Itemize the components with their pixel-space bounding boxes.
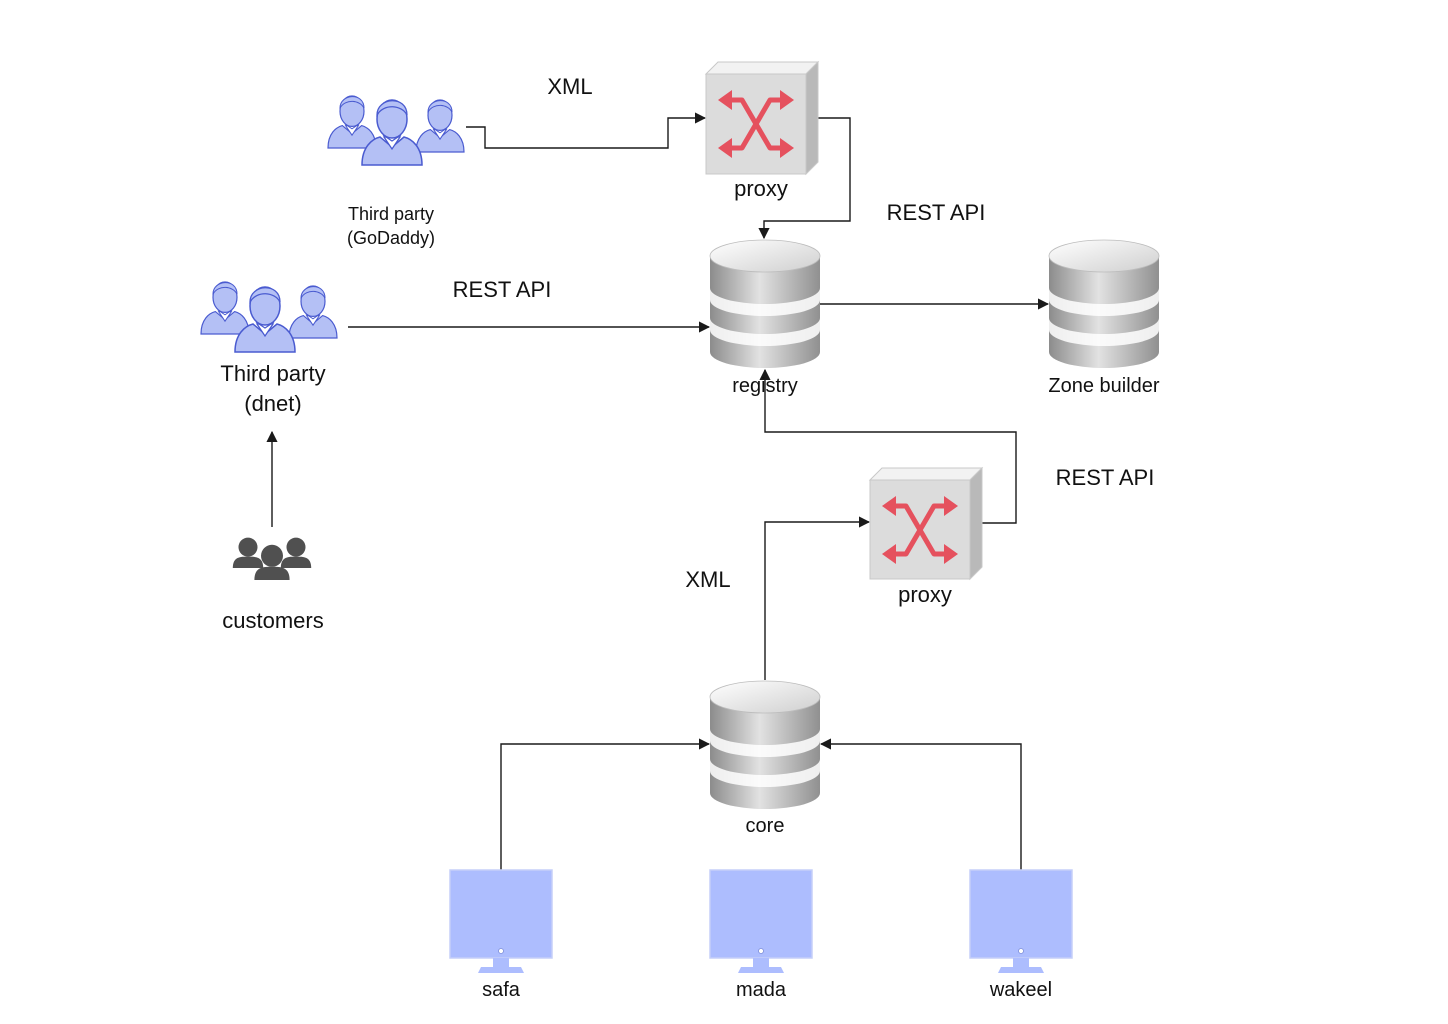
edge-proxy-to-registry [758, 117, 851, 240]
edge-label-core-xml: XML [685, 567, 730, 592]
zone-builder-node: Zone builder [1048, 239, 1160, 397]
edge-label-godaddy-xml: XML [547, 74, 592, 99]
safa-label: safa [482, 979, 521, 1001]
monitor-icon [969, 869, 1073, 973]
edge-proxy-bottom-to-registry [759, 368, 1017, 524]
safa-node: safa [449, 869, 553, 1001]
edge-wakeel-to-core [819, 738, 1022, 870]
wakeel-node: wakeel [969, 869, 1073, 1001]
godaddy-label-line2: (GoDaddy) [347, 228, 435, 248]
edge-godaddy-to-proxy [466, 112, 707, 149]
third-party-dnet: Third party (dnet) [200, 281, 338, 416]
people-group-icon [200, 281, 338, 353]
zone-builder-label: Zone builder [1048, 375, 1160, 397]
registry-node: registry [709, 239, 821, 397]
dnet-label-line2: (dnet) [244, 391, 301, 416]
third-party-godaddy: Third party (GoDaddy) [327, 95, 465, 248]
proxy-top: proxy [704, 60, 820, 201]
edge-label-dnet-rest-api: REST API [453, 277, 552, 302]
wakeel-label: wakeel [989, 979, 1052, 1001]
customers-label: customers [222, 608, 323, 633]
proxy-bottom: proxy [868, 466, 984, 607]
edge-core-to-proxy [764, 516, 871, 680]
proxy-switch-icon [704, 60, 820, 176]
mada-node: mada [709, 869, 813, 1001]
customers-icon [232, 537, 312, 580]
proxy-switch-icon [868, 466, 984, 581]
database-icon [709, 239, 821, 368]
proxy-top-label: proxy [734, 176, 788, 201]
customers-node: customers [222, 537, 324, 633]
monitor-icon [709, 869, 813, 973]
edge-label-proxy-bottom-rest-api: REST API [1056, 465, 1155, 490]
database-icon [1048, 239, 1160, 368]
mada-label: mada [736, 979, 787, 1001]
registry-label: registry [732, 375, 798, 397]
monitor-icon [449, 869, 553, 973]
dnet-label-line1: Third party [220, 361, 325, 386]
database-icon [709, 680, 821, 809]
godaddy-label-line1: Third party [348, 204, 434, 224]
edge-label-proxy-rest-api: REST API [887, 200, 986, 225]
edge-safa-to-core [500, 738, 711, 870]
core-node: core [709, 680, 821, 837]
people-group-icon [327, 95, 465, 166]
proxy-bottom-label: proxy [898, 582, 952, 607]
core-label: core [746, 815, 785, 837]
